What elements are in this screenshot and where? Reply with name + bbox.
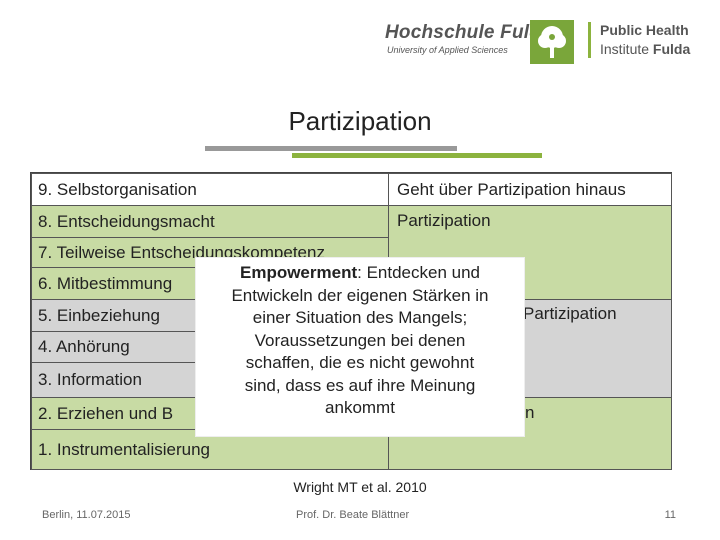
empowerment-callout: Empowerment: Entdecken und Entwickeln de… bbox=[196, 258, 524, 436]
table-row: 9. Selbstorganisation bbox=[31, 173, 389, 206]
footer-page-number: 11 bbox=[664, 509, 676, 521]
callout-line: sind, dass es auf ihre Meinung bbox=[244, 375, 476, 395]
institute-line1: Public Health bbox=[600, 22, 689, 38]
university-logo: Hochschule Fulda University of Applied S… bbox=[385, 22, 585, 62]
callout-line: einer Situation des Mangels; bbox=[252, 308, 468, 327]
callout-line: schaffen, die es nicht gewohnt bbox=[245, 353, 475, 372]
callout-bold-term: Empowerment bbox=[239, 263, 358, 282]
institute-line2: Institute Fulda bbox=[600, 41, 691, 57]
title-underline-green bbox=[292, 153, 542, 158]
title-underline-grey bbox=[205, 146, 457, 151]
callout-line: Voraussetzungen bei denen bbox=[254, 330, 466, 350]
logo-separator bbox=[588, 22, 591, 58]
slide-title: Partizipation bbox=[288, 106, 432, 136]
footer-place-date: Berlin, 11.07.2015 bbox=[42, 509, 131, 521]
callout-line: Empowerment: Entdecken und bbox=[239, 263, 480, 282]
footer-author: Prof. Dr. Beate Blättner bbox=[296, 509, 410, 521]
callout-line: ankommt bbox=[325, 398, 395, 417]
institute-logo: Public Health Institute Fulda bbox=[600, 21, 690, 59]
callout-line: Entwickeln der eigenen Stärken in bbox=[231, 285, 489, 305]
table-row: 8. Entscheidungsmacht bbox=[31, 205, 389, 238]
tree-logo-icon bbox=[530, 20, 574, 64]
table-group-cell: Geht über Partizipation hinaus bbox=[388, 173, 672, 206]
university-subtitle: University of Applied Sciences bbox=[387, 45, 508, 55]
university-name: Hochschule Fulda bbox=[385, 22, 552, 43]
citation: Wright MT et al. 2010 bbox=[293, 479, 427, 495]
